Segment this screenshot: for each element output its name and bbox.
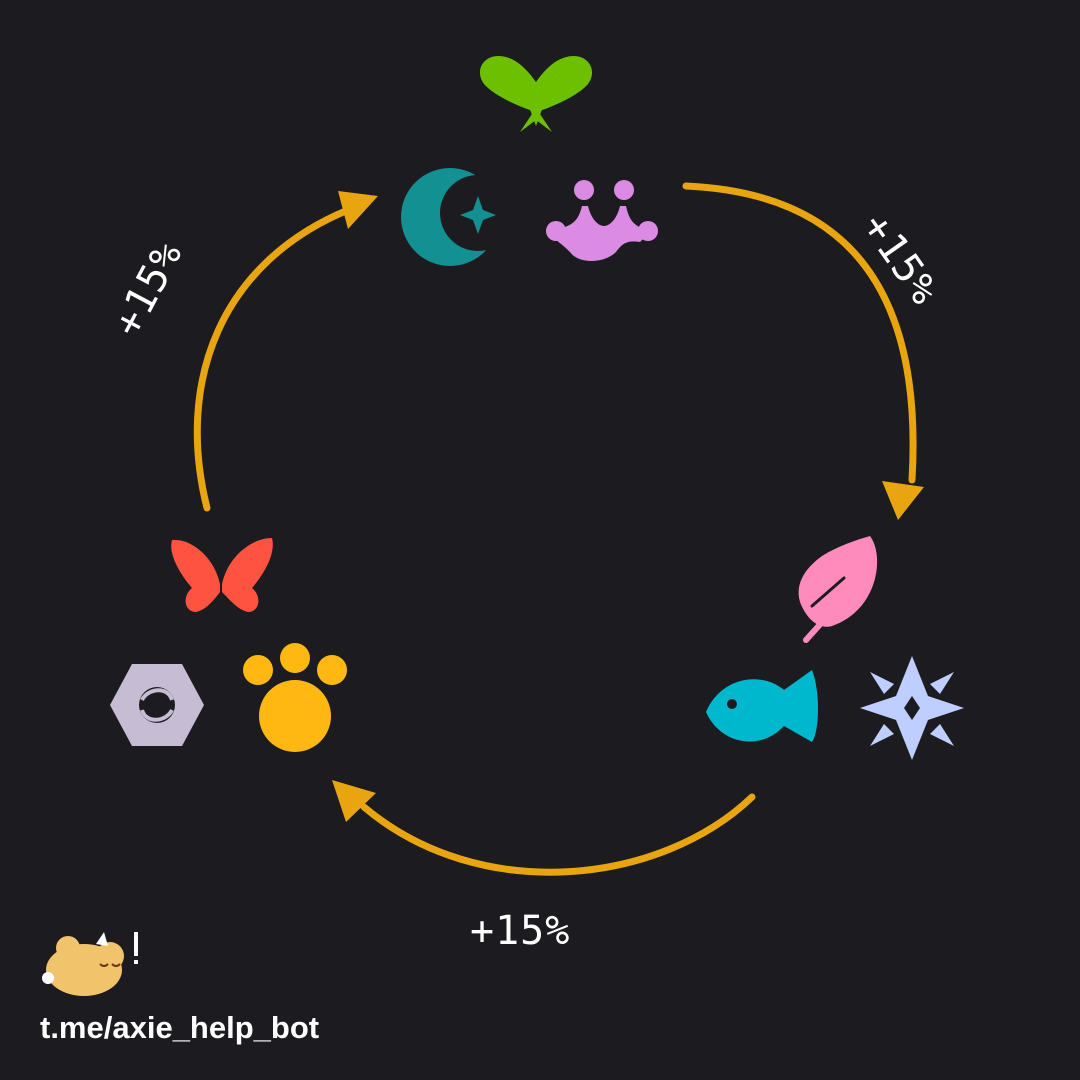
reptile-icon — [546, 180, 658, 261]
arrow-top-right — [682, 182, 917, 484]
arrowhead-top-right — [882, 481, 924, 520]
axie-mascot-icon — [42, 932, 138, 996]
bug-icon — [171, 538, 273, 612]
arrow-left — [193, 206, 352, 512]
aquatic-icon — [706, 670, 818, 742]
dusk-icon — [401, 168, 516, 266]
bird-icon — [798, 536, 878, 643]
bonus-label-bottom: +15% — [470, 908, 571, 954]
dawn-icon — [860, 656, 964, 760]
arrowhead-bottom — [332, 780, 376, 822]
watermark-link[interactable]: t.me/axie_help_bot — [40, 1010, 320, 1045]
arrow-bottom — [360, 793, 756, 876]
beast-icon — [243, 643, 347, 752]
arrowhead-left — [338, 191, 378, 229]
mech-icon — [110, 664, 204, 746]
plant-icon — [479, 56, 593, 132]
